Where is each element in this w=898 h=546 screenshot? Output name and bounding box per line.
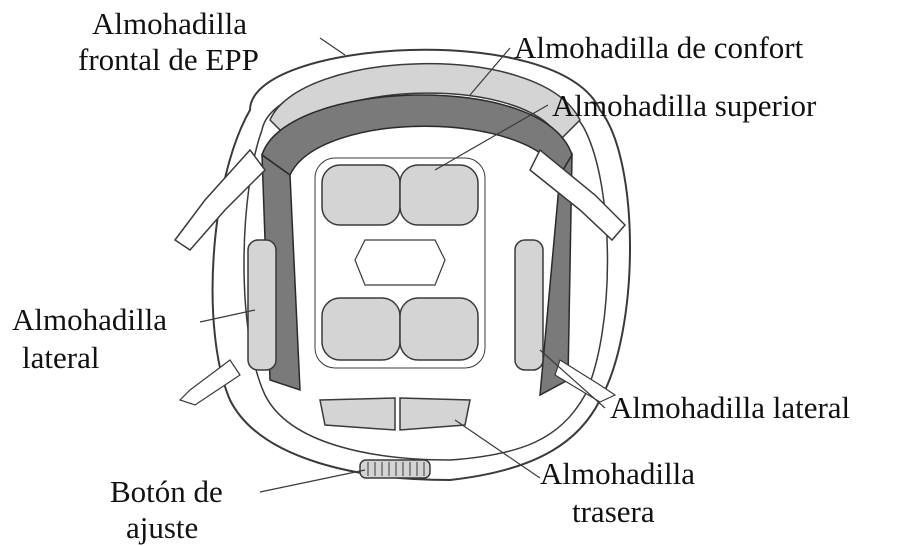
label-top-pad: Almohadilla superior	[552, 88, 816, 124]
rear-pad-left	[320, 398, 395, 430]
label-side-pad-left-line1: Almohadilla	[12, 302, 167, 338]
label-adjust-button-line2: ajuste	[126, 510, 198, 546]
label-rear-pad-line2: trasera	[572, 494, 655, 530]
label-side-pad-left-line2: lateral	[22, 340, 99, 376]
label-rear-pad-line1: Almohadilla	[540, 456, 695, 492]
top-pad-connector	[355, 240, 445, 285]
adjust-dial	[360, 460, 430, 478]
label-side-pad-right: Almohadilla lateral	[610, 390, 850, 426]
side-pad-right	[515, 240, 543, 370]
label-adjust-button-line1: Botón de	[110, 474, 223, 510]
rear-pad-right	[400, 398, 470, 430]
top-pad-upper-right	[400, 165, 478, 225]
leader-front-epp	[320, 38, 345, 55]
top-pad-lower-left	[322, 298, 400, 360]
leader-adjust	[260, 470, 365, 492]
label-front-epp-pad-line1: Almohadilla	[92, 6, 247, 42]
top-pad-lower-right	[400, 298, 478, 360]
top-pad-upper-left	[322, 165, 400, 225]
side-pad-left	[248, 240, 276, 370]
label-comfort-pad: Almohadilla de confort	[514, 30, 803, 66]
label-front-epp-pad-line2: frontal de EPP	[78, 42, 259, 78]
